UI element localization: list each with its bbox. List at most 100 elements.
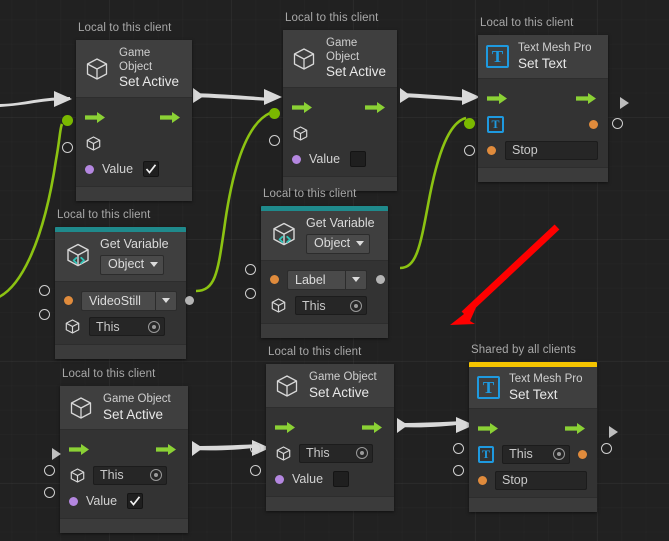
target-object-field[interactable]: This bbox=[299, 443, 373, 463]
input-port-flow[interactable] bbox=[43, 442, 61, 460]
value-checkbox[interactable] bbox=[127, 493, 144, 510]
input-port-target[interactable] bbox=[245, 288, 256, 299]
value-port-dot bbox=[85, 164, 94, 174]
node-game-object-set-active-2[interactable]: Local to this client Game Object Set Act… bbox=[269, 12, 397, 192]
target-object-value: This bbox=[96, 319, 120, 334]
flow-out-arrow-icon bbox=[160, 111, 180, 123]
text-input[interactable]: Stop bbox=[505, 140, 598, 160]
target-row: T bbox=[478, 111, 608, 137]
input-port-text[interactable] bbox=[464, 145, 475, 156]
type-dropdown[interactable]: Object bbox=[306, 233, 370, 254]
value-label: Value bbox=[309, 152, 341, 167]
text-output-port-dot bbox=[589, 119, 598, 129]
node-footer bbox=[55, 343, 186, 359]
chevron-down-icon[interactable] bbox=[155, 290, 177, 311]
node-title: Set Active bbox=[103, 406, 164, 422]
object-row bbox=[76, 130, 192, 156]
text-row[interactable]: Stop bbox=[478, 137, 608, 163]
value-row[interactable]: Value bbox=[266, 466, 394, 492]
node-title: Set Text bbox=[518, 55, 567, 71]
target-object-value: This bbox=[302, 298, 326, 313]
node-subtitle: Text Mesh Pro bbox=[518, 42, 592, 54]
input-port-value[interactable] bbox=[250, 465, 261, 476]
text-input[interactable]: Stop bbox=[495, 470, 587, 490]
value-row[interactable]: Value bbox=[76, 156, 192, 182]
value-row[interactable]: Value bbox=[283, 146, 397, 172]
flow-out-arrow-icon bbox=[365, 101, 385, 113]
flow-row bbox=[469, 415, 597, 441]
node-scope-label: Shared by all clients bbox=[471, 344, 577, 356]
type-dropdown[interactable]: Object bbox=[100, 254, 164, 275]
cube-icon bbox=[84, 56, 110, 82]
output-port-flow[interactable] bbox=[600, 420, 618, 438]
node-footer bbox=[266, 496, 394, 512]
node-footer bbox=[76, 186, 192, 202]
target-object-field[interactable]: This bbox=[89, 317, 165, 337]
cube-icon bbox=[291, 46, 317, 72]
node-title: Set Active bbox=[119, 74, 180, 90]
text-port-dot bbox=[487, 145, 496, 155]
object-picker-icon[interactable] bbox=[148, 320, 160, 333]
flow-in-arrow-icon bbox=[478, 422, 498, 434]
output-port-flow[interactable] bbox=[611, 91, 629, 109]
value-label: Value bbox=[292, 472, 324, 487]
object-picker-icon[interactable] bbox=[150, 469, 162, 482]
object-picker-icon[interactable] bbox=[356, 447, 368, 460]
data-wire bbox=[0, 123, 64, 298]
target-object-field[interactable]: This bbox=[502, 444, 570, 464]
node-game-object-set-active-3[interactable]: Local to this client Game Object Set Act… bbox=[44, 368, 188, 534]
target-row[interactable]: This bbox=[261, 293, 388, 319]
target-row[interactable]: This bbox=[266, 440, 394, 466]
flow-wire bbox=[193, 88, 282, 105]
input-port-object[interactable] bbox=[269, 108, 280, 119]
target-row[interactable]: T This bbox=[469, 441, 597, 467]
value-checkbox[interactable] bbox=[350, 151, 367, 168]
variable-output-dot bbox=[185, 296, 194, 306]
input-port-text[interactable] bbox=[453, 465, 464, 476]
input-port-variable[interactable] bbox=[39, 285, 50, 296]
target-row[interactable]: This bbox=[60, 462, 188, 488]
input-port-variable[interactable] bbox=[245, 264, 256, 275]
node-subtitle: Game Object bbox=[326, 37, 360, 63]
output-port-value[interactable] bbox=[612, 118, 623, 129]
variable-dropdown[interactable]: VideoStill bbox=[81, 290, 177, 311]
variable-port-dot bbox=[64, 296, 73, 306]
node-accent-bar bbox=[55, 227, 186, 232]
input-port-object[interactable] bbox=[62, 115, 73, 126]
node-get-variable-label[interactable]: Local to this client Get Variable bbox=[245, 188, 388, 338]
variable-row[interactable]: VideoStill bbox=[55, 288, 194, 314]
value-row[interactable]: Value bbox=[60, 488, 188, 514]
object-picker-icon[interactable] bbox=[350, 299, 362, 312]
target-object-value: This bbox=[306, 446, 330, 461]
input-port-target[interactable] bbox=[464, 118, 475, 129]
object-picker-icon[interactable] bbox=[553, 448, 565, 461]
node-get-variable-videostill[interactable]: Local to this client Get Variable bbox=[39, 209, 194, 359]
node-footer bbox=[478, 167, 608, 183]
output-port-value[interactable] bbox=[601, 443, 612, 454]
input-port-value[interactable] bbox=[44, 487, 55, 498]
target-row[interactable]: This bbox=[55, 314, 186, 340]
target-object-field[interactable]: This bbox=[93, 465, 167, 485]
input-port-target[interactable] bbox=[453, 443, 464, 454]
variable-row[interactable]: Label bbox=[261, 267, 388, 293]
input-port-target[interactable] bbox=[44, 465, 55, 476]
input-port-value[interactable] bbox=[269, 135, 280, 146]
node-game-object-set-active-4[interactable]: Local to this client Game Object Set Act… bbox=[250, 346, 394, 512]
variable-dropdown[interactable]: Label bbox=[287, 269, 367, 290]
flow-in-arrow-icon bbox=[275, 421, 295, 433]
input-port-target[interactable] bbox=[39, 309, 50, 320]
chevron-down-icon[interactable] bbox=[345, 269, 367, 290]
target-object-field[interactable]: This bbox=[295, 296, 367, 316]
input-port-value[interactable] bbox=[62, 142, 73, 153]
value-checkbox[interactable] bbox=[333, 471, 350, 488]
node-text-mesh-pro-set-text-2[interactable]: Shared by all clients T Text Mesh Pro Se… bbox=[453, 344, 618, 513]
text-row[interactable]: Stop bbox=[469, 467, 597, 493]
node-text-mesh-pro-set-text-1[interactable]: Local to this client T Text Mesh Pro Set… bbox=[464, 17, 629, 183]
node-scope-label: Local to this client bbox=[480, 17, 574, 29]
value-checkbox[interactable] bbox=[143, 161, 160, 178]
node-game-object-set-active-1[interactable]: Local to this client Game Object Set Act… bbox=[62, 22, 192, 202]
node-accent-bar bbox=[469, 362, 597, 367]
node-scope-label: Local to this client bbox=[263, 188, 357, 200]
input-port-target[interactable] bbox=[250, 443, 261, 454]
